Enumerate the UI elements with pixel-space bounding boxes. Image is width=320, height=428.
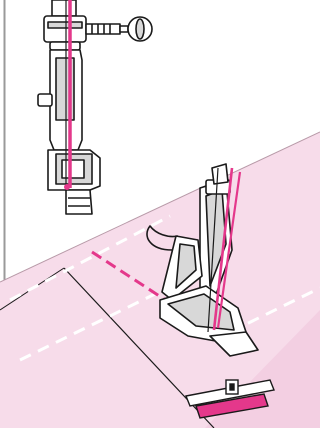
shank-side-tab [38, 94, 52, 106]
needle-bar [52, 0, 76, 16]
presser-foot-front-view-icon [38, 0, 152, 214]
clamp-screw-shaft [86, 24, 120, 34]
needle-clamp [44, 16, 86, 42]
